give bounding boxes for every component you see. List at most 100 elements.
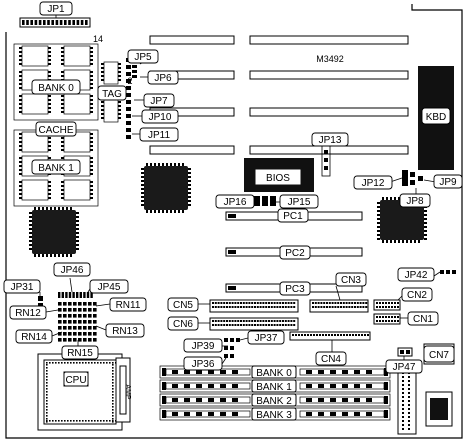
simm-contact [220, 370, 226, 374]
connector-pin [214, 302, 217, 304]
jp1-pin [64, 20, 67, 25]
jp8-label-box [399, 193, 431, 208]
bank1-cache-label-box [31, 159, 81, 175]
rn-cell [78, 320, 82, 324]
connector-pin [217, 324, 220, 326]
chip-lead [54, 254, 56, 257]
simm-latch [162, 382, 166, 390]
rn11-label-box [109, 297, 147, 312]
jp16-label: JP16 [224, 197, 247, 208]
rn-cell [68, 302, 72, 306]
simm-contact [354, 412, 360, 416]
connector-pin [391, 316, 393, 318]
rn-cell [88, 320, 92, 324]
rn-cell [83, 332, 87, 336]
cpu-pin [46, 376, 48, 378]
jp42-header [440, 270, 456, 274]
cpu-pin [112, 373, 114, 375]
jp1-pin [22, 20, 25, 25]
chip-leg [90, 47, 93, 49]
connector-pin [388, 302, 390, 304]
connector-pin [295, 334, 297, 336]
connector-pin [256, 324, 259, 326]
connector-pin [217, 306, 220, 308]
connector-pin [298, 334, 300, 336]
connector-pin [290, 324, 293, 326]
connector-pin [307, 334, 309, 336]
chip-leg [19, 145, 22, 147]
simm-contact [330, 398, 336, 402]
rn12-label-box [9, 305, 47, 320]
rn-cell [93, 320, 97, 324]
connector-pin [359, 306, 362, 308]
chip-leg [19, 169, 22, 171]
connector-pin [408, 408, 410, 410]
rn-cell [83, 338, 87, 342]
chip-lead [76, 228, 79, 230]
connector-pin [254, 306, 256, 308]
connector-pin [240, 306, 242, 308]
rn13-label-box [105, 323, 145, 338]
chip-lead [398, 197, 400, 200]
jumper-pin [126, 93, 131, 97]
connector-pin [268, 302, 270, 304]
chip-lead [38, 207, 40, 210]
rn-cell [88, 326, 92, 330]
connector-pin [391, 320, 393, 322]
connector-pin [223, 324, 226, 326]
cpu-pin [67, 420, 69, 422]
chip-leg [19, 63, 22, 65]
connector-pin [220, 306, 223, 308]
cpu-pin [103, 362, 105, 364]
connector-pin [408, 416, 410, 418]
cpu-pin [67, 362, 69, 364]
jumper-pin [132, 75, 137, 78]
connector-pin [228, 320, 231, 322]
pc3-label-box [279, 281, 311, 296]
connector-pin [231, 320, 234, 322]
connector-pin [319, 334, 321, 336]
tag-pin-label: 2 [127, 76, 132, 86]
connector-pin [251, 320, 254, 322]
connector-pin [337, 302, 340, 304]
simm2-label: BANK 2 [256, 396, 292, 407]
connector-pin [364, 334, 366, 336]
tag-label: TAG [102, 89, 122, 100]
cn4-label-box [315, 351, 347, 366]
jp1-label: JP1 [47, 4, 65, 15]
bios-chip [244, 158, 314, 192]
jp46-label-box [53, 262, 91, 277]
cpu-pin [46, 373, 48, 375]
simm-contact [220, 398, 226, 402]
chip-lead [174, 163, 176, 166]
cpu-pin [58, 420, 60, 422]
chip-leg [48, 51, 51, 53]
connector-pin [394, 306, 396, 308]
jp36-jp39-headers [224, 338, 240, 358]
simm-contact [306, 412, 312, 416]
simm1-label: BANK 1 [256, 382, 292, 393]
connector-pin [265, 320, 268, 322]
cpu-pin [46, 406, 48, 408]
rn-cell [93, 326, 97, 330]
connector-pin [304, 334, 306, 336]
connector-pin [388, 316, 390, 318]
chip-leg [61, 75, 64, 77]
chip-lead [141, 188, 144, 190]
connector-pin [212, 306, 214, 308]
connector-pin [397, 320, 399, 322]
cpu-pin [46, 379, 48, 381]
rn-cell [73, 314, 77, 318]
chip-leg [90, 51, 93, 53]
cpu-pin [100, 362, 102, 364]
simm-contact [366, 398, 372, 402]
connector-pin [259, 306, 262, 308]
connector-pin [223, 306, 226, 308]
connector-pin [265, 306, 268, 308]
cpu-pin [46, 409, 48, 411]
chip-lead [50, 207, 52, 210]
chip-leg [48, 197, 51, 199]
connector-pin [254, 324, 256, 326]
connector-pin [287, 320, 290, 322]
